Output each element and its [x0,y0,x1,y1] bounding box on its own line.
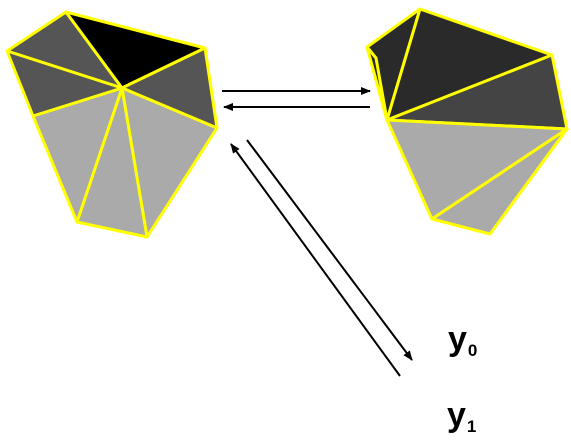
label-y1: y1 [447,396,476,435]
arrow-down-diagonal [246,139,413,361]
left-triangle-7 [5,49,124,118]
right-triangle-5 [430,127,569,236]
label-y1-main: y [447,396,466,434]
right-triangle-6 [365,45,389,122]
right-triangulation [365,7,569,236]
left-triangulation [5,10,219,239]
label-y1-subscript: 1 [466,417,477,436]
label-y0-main: y [448,320,467,358]
arrow-up-diagonal [230,143,401,377]
label-y0-subscript: 0 [467,341,478,360]
label-y0: y0 [448,320,477,359]
